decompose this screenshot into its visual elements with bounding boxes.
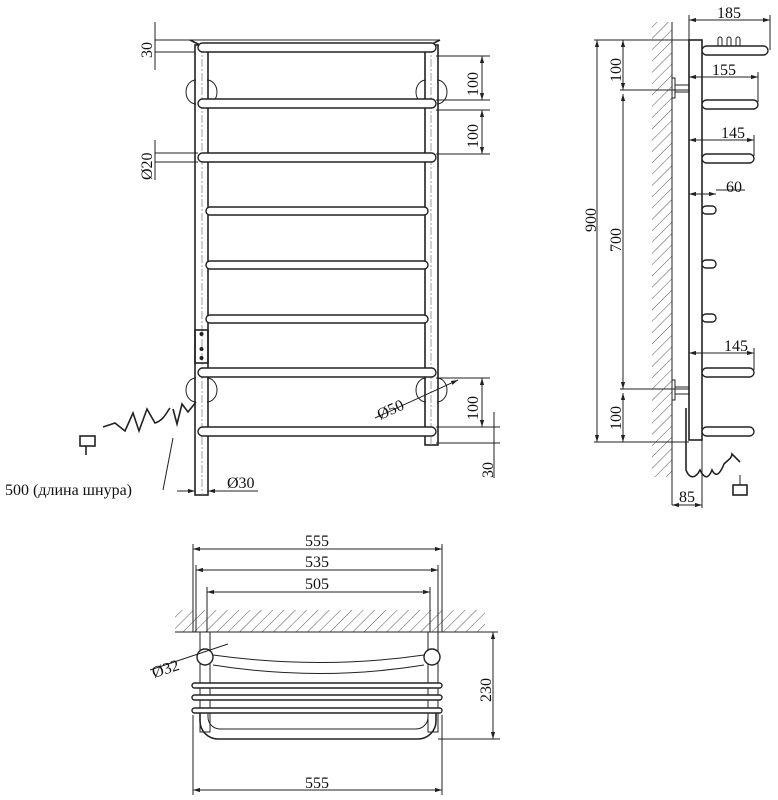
side-rail <box>688 39 703 441</box>
dim-top-mount-diameter: Ø32 <box>150 657 181 682</box>
dim-mount-diameter: Ø50 <box>375 397 407 424</box>
dim-top-mount-offset: 100 <box>608 58 625 82</box>
dim-depth-3: 145 <box>721 125 745 142</box>
top-wall-hatch <box>175 610 485 632</box>
dim-post-diameter: Ø30 <box>227 475 255 492</box>
dim-bottom-mount-offset: 100 <box>608 406 625 430</box>
dim-outer-width: 555 <box>305 533 329 550</box>
dim-top-offset: 30 <box>139 42 156 58</box>
dim-top-depth: 230 <box>478 678 495 702</box>
rungs <box>197 42 437 437</box>
plug-icon <box>79 435 96 447</box>
dim-bar-spacing-2: 100 <box>465 124 482 148</box>
dim-depth-top: 185 <box>717 5 741 22</box>
power-cord <box>102 401 197 434</box>
front-view: 30 Ø20 100 100 Ø50 100 30 Ø30 <box>5 22 500 499</box>
side-view: 185 155 145 60 145 85 900 100 700 100 <box>583 5 771 508</box>
dim-bottom-offset: 30 <box>480 462 497 478</box>
dim-depth-lower: 145 <box>724 338 748 355</box>
dim-depth-short: 60 <box>726 179 742 196</box>
top-view: 555 535 505 555 Ø32 230 <box>149 533 500 795</box>
side-power-cord <box>685 408 741 478</box>
dim-mid-width: 535 <box>305 554 329 571</box>
dim-mount-width: 505 <box>305 576 329 593</box>
dim-bottom-width: 555 <box>305 775 329 792</box>
dim-bottom-spacing: 100 <box>465 396 482 420</box>
dim-bar-spacing-1: 100 <box>465 72 482 96</box>
right-mount-circle <box>423 648 441 666</box>
control-box <box>194 329 209 364</box>
dim-depth-2: 155 <box>712 62 736 79</box>
bottom-right-mount <box>415 377 448 403</box>
dim-total-height: 900 <box>583 208 600 232</box>
dim-wall-offset: 85 <box>679 489 695 506</box>
dim-bar-diameter: Ø20 <box>139 152 156 180</box>
bottom-left-mount <box>185 377 218 403</box>
cord-length-label: 500 (длина шнура) <box>5 482 132 499</box>
dim-mount-distance: 700 <box>608 228 625 252</box>
side-plug-icon <box>732 484 748 496</box>
wall-hatch <box>652 22 672 477</box>
